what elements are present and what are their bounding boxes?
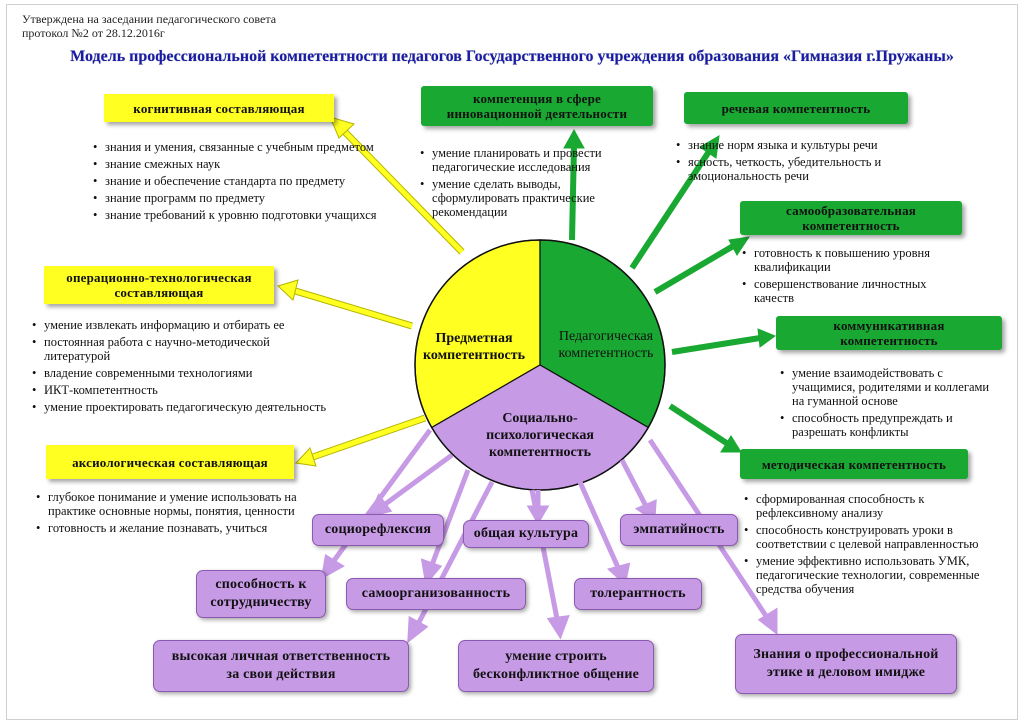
arrow-to-operational bbox=[277, 279, 414, 330]
list-item: знание смежных наук bbox=[93, 157, 383, 171]
responsibility-label-line-2: за свои действия bbox=[226, 667, 336, 682]
innovation-label-line-1: компетенция в сфере bbox=[472, 91, 602, 106]
pedagogical-line-2: компетентность bbox=[558, 346, 654, 361]
cognitive-label: когнитивная составляющая bbox=[133, 100, 305, 116]
arrow-to-axiological bbox=[294, 414, 427, 467]
social-line-1: Социально- bbox=[502, 411, 578, 426]
conflictfree-box: умение строить бесконфликтное общение bbox=[458, 640, 654, 692]
arrow-to-selforg bbox=[427, 469, 471, 571]
cooperation-label-line-1: способность к bbox=[215, 577, 307, 592]
ethics-label-line-1: Знания о профессиональной bbox=[753, 647, 939, 662]
empathy-label: эмпатийность bbox=[633, 522, 725, 537]
axiological-component-box: аксиологическая составляющая bbox=[46, 445, 294, 479]
sector-subject-label: Предметная компетентность bbox=[418, 330, 530, 364]
list-item: знание требований к уровню подготовки уч… bbox=[93, 208, 383, 222]
arrow-to-communicative bbox=[671, 328, 777, 355]
list-item: готовность и желание познавать, учиться bbox=[36, 521, 336, 535]
innovation-items: умение планировать и провести педагогиче… bbox=[420, 146, 650, 222]
subject-line-2: компетентность bbox=[422, 348, 526, 363]
responsibility-label-line-1: высокая личная ответственность bbox=[171, 649, 391, 664]
list-item: ясность, четкость, убедительность и эмоц… bbox=[676, 155, 916, 183]
pedagogical-line-1: Педагогическая bbox=[558, 329, 654, 344]
approval-note: Утверждена на заседании педагогического … bbox=[22, 12, 276, 40]
sector-pedagogical-label: Педагогическая компетентность bbox=[545, 328, 667, 362]
social-line-2: психологическая bbox=[486, 428, 594, 443]
list-item: знание и обеспечение стандарта по предме… bbox=[93, 174, 383, 188]
cooperation-label-line-2: сотрудничеству bbox=[210, 595, 312, 610]
selforg-label: самоорганизованность bbox=[361, 586, 511, 601]
list-item: умение проектировать педагогическую деят… bbox=[32, 400, 337, 414]
sociorefl-box: социорефлексия bbox=[312, 514, 444, 546]
selforg-box: самоорганизованность bbox=[346, 578, 526, 610]
communicative-label-line-1: коммуникативная bbox=[833, 318, 945, 333]
list-item: ИКТ-компетентность bbox=[32, 383, 337, 397]
arrow-to-methodical bbox=[668, 403, 742, 453]
list-item: знание норм языка и культуры речи bbox=[676, 138, 916, 152]
cooperation-box: способность к сотрудничеству bbox=[196, 570, 326, 618]
arrow-to-tolerance bbox=[577, 480, 623, 574]
list-item: сформированная способность к рефлексивно… bbox=[744, 492, 994, 520]
speech-label: речевая компетентность bbox=[721, 100, 871, 116]
list-item: готовность к повышению уровня квалификац… bbox=[742, 246, 967, 274]
communicative-label-line-2: компетентность bbox=[840, 333, 938, 348]
selfeducation-items: готовность к повышению уровня квалификац… bbox=[742, 246, 967, 308]
social-line-3: компетентность bbox=[488, 445, 592, 460]
conflictfree-label-line-2: бесконфликтное общение bbox=[472, 667, 640, 682]
list-item: владение современными технологиями bbox=[32, 366, 337, 380]
axiological-label: аксиологическая составляющая bbox=[72, 454, 268, 470]
list-item: способность конструировать уроки в соотв… bbox=[744, 523, 994, 551]
innovation-competence-box: компетенция в сфере инновационной деятел… bbox=[421, 86, 653, 126]
conflictfree-label-line-1: умение строить bbox=[505, 649, 607, 664]
list-item: умение извлекать информацию и отбирать е… bbox=[32, 318, 337, 332]
list-item: постоянная работа с научно-методической … bbox=[32, 335, 337, 363]
culture-label: общая культура bbox=[473, 526, 579, 541]
list-item: совершенствование личностных качеств bbox=[742, 277, 967, 305]
list-item: умение сделать выводы, сформулировать пр… bbox=[420, 177, 650, 219]
arrow-to-selfeducation bbox=[653, 236, 751, 295]
approval-line-1: Утверждена на заседании педагогического … bbox=[22, 12, 277, 26]
list-item: глубокое понимание и умение использовать… bbox=[36, 490, 336, 518]
ethics-box: Знания о профессиональной этике и делово… bbox=[735, 634, 957, 694]
list-item: знание программ по предмету bbox=[93, 191, 383, 205]
sociorefl-label: социорефлексия bbox=[324, 522, 432, 537]
selfeducation-competence-box: самообразовательная компетентность bbox=[740, 201, 962, 235]
selfeducation-label-line-1: самообразовательная bbox=[786, 203, 916, 218]
methodical-label: методическая компетентность bbox=[761, 456, 947, 472]
responsibility-box: высокая личная ответственность за свои д… bbox=[153, 640, 409, 692]
tolerance-box: толерантность bbox=[574, 578, 702, 610]
communicative-items: умение взаимодействовать с учащимися, ро… bbox=[780, 366, 998, 442]
list-item: умение эффективно использовать УМК, педа… bbox=[744, 554, 994, 596]
list-item: умение планировать и провести педагогиче… bbox=[420, 146, 650, 174]
speech-items: знание норм языка и культуры речи ясност… bbox=[676, 138, 916, 186]
ethics-label-line-2: этике и деловом имидже bbox=[766, 665, 926, 680]
axiological-items: глубокое понимание и умение использовать… bbox=[36, 490, 336, 538]
list-item: способность предупреждать и разрешать ко… bbox=[780, 411, 998, 439]
tolerance-label: толерантность bbox=[590, 586, 686, 601]
arrow-to-sociorefl bbox=[378, 452, 454, 511]
list-item: умение взаимодействовать с учащимися, ро… bbox=[780, 366, 998, 408]
operational-items: умение извлекать информацию и отбирать е… bbox=[32, 318, 337, 417]
empathy-box: эмпатийность bbox=[620, 514, 738, 546]
communicative-competence-box: коммуникативная компетентность bbox=[776, 316, 1002, 350]
selfeducation-label-line-2: компетентность bbox=[802, 218, 900, 233]
arrow-to-conflictfree bbox=[529, 489, 561, 625]
subject-line-1: Предметная bbox=[435, 331, 513, 346]
arrow-to-empathy bbox=[619, 458, 651, 512]
methodical-items: сформированная способность к рефлексивно… bbox=[744, 492, 994, 599]
operational-component-box: операционно-технологическая составляющая bbox=[44, 266, 274, 304]
speech-competence-box: речевая компетентность bbox=[684, 92, 908, 124]
methodical-competence-box: методическая компетентность bbox=[740, 449, 968, 479]
sector-social-label: Социально- психологическая компетентност… bbox=[470, 410, 610, 461]
operational-label-line-1: операционно-технологическая bbox=[66, 270, 252, 285]
culture-box: общая культура bbox=[463, 520, 589, 548]
operational-label-line-2: составляющая bbox=[114, 285, 204, 300]
list-item: знания и умения, связанные с учебным пре… bbox=[93, 140, 383, 154]
cognitive-component-box: когнитивная составляющая bbox=[104, 94, 334, 122]
innovation-label-line-2: инновационной деятельности bbox=[446, 106, 628, 121]
approval-line-2: протокол №2 от 28.12.2016г bbox=[22, 26, 165, 40]
cognitive-items: знания и умения, связанные с учебным пре… bbox=[93, 140, 383, 225]
page-title: Модель профессиональной компетентности п… bbox=[70, 48, 954, 65]
